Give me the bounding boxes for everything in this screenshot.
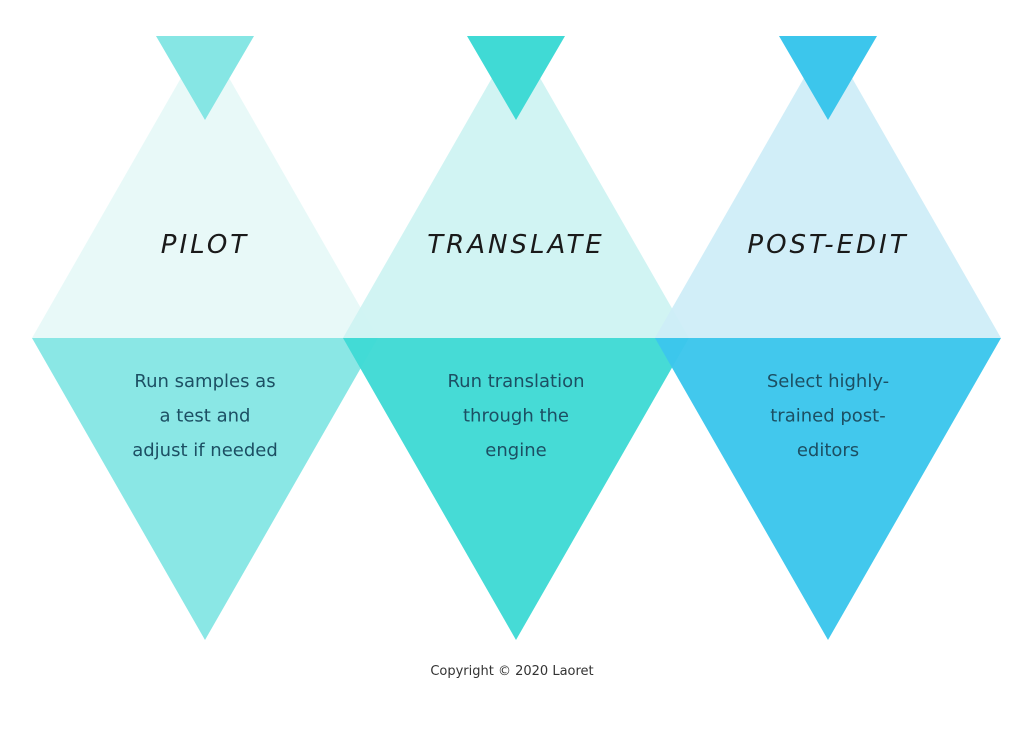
step-1-number: 1 bbox=[147, 55, 164, 83]
step-1-upper-triangle bbox=[32, 36, 378, 338]
step-2-upper-triangle bbox=[343, 36, 689, 338]
step-2-title: TRANSLATE bbox=[427, 230, 604, 260]
step-1-description-line: a test and bbox=[160, 406, 251, 427]
step-2-description-line: through the bbox=[463, 406, 569, 427]
step-2-number: 2 bbox=[458, 55, 475, 83]
step-3 bbox=[655, 36, 1001, 338]
step-1-lower-triangle bbox=[32, 338, 378, 640]
step-3-number: 3 bbox=[770, 55, 787, 83]
step-1-number-tab bbox=[156, 36, 254, 120]
step-3-title: POST-EDIT bbox=[747, 230, 908, 260]
step-2-number-tab bbox=[467, 36, 565, 120]
step-1-title: PILOT bbox=[161, 230, 249, 260]
step-1-description-line: adjust if needed bbox=[132, 440, 278, 461]
step-3-lower-triangle bbox=[655, 338, 1001, 640]
step-2-description-line: Run translation bbox=[447, 371, 584, 392]
step-1 bbox=[32, 36, 378, 338]
step-1-description-line: Run samples as bbox=[134, 371, 275, 392]
step-3-number-tab bbox=[779, 36, 877, 120]
step-3-description-line: trained post- bbox=[770, 406, 886, 427]
step-3-description-line: Select highly- bbox=[767, 371, 889, 392]
step-2-lower-triangle bbox=[343, 338, 689, 640]
step-2-description-line: engine bbox=[485, 440, 546, 461]
step-2 bbox=[343, 36, 689, 338]
step-3-upper-triangle bbox=[655, 36, 1001, 338]
copyright-text: Copyright © 2020 Laoret bbox=[430, 664, 594, 679]
step-3-description-line: editors bbox=[797, 440, 859, 461]
